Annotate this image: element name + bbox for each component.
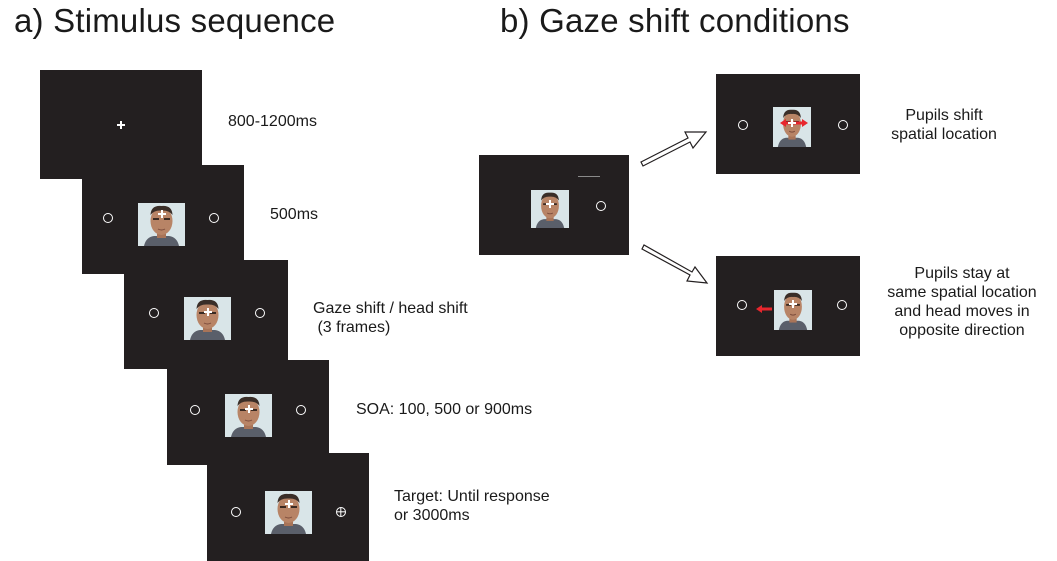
placeholder-ring-icon — [209, 213, 219, 223]
placeholder-ring-icon — [190, 405, 200, 415]
face-photo — [225, 394, 272, 437]
placeholder-ring-icon — [737, 300, 747, 310]
placeholder-ring-icon — [149, 308, 159, 318]
fixation-cross-icon — [158, 210, 166, 218]
face-photo — [138, 203, 185, 246]
step-3-line-1: Gaze shift / head shift — [313, 300, 468, 317]
face-photo — [773, 107, 811, 147]
step-2-line-1: 500ms — [270, 206, 319, 223]
condition-1-label: Pupils shift spatial location — [872, 106, 1016, 144]
placeholder-ring-icon — [255, 308, 265, 318]
step-1-label: 800-1200ms — [228, 112, 317, 131]
head-move-arrow-icon — [756, 305, 772, 313]
step-5-line-2: or 3000ms — [394, 507, 470, 524]
condition-2-line-3: and head moves in — [894, 303, 1030, 320]
placeholder-ring-icon — [103, 213, 113, 223]
placeholder-ring-icon — [837, 300, 847, 310]
fixation-cross-icon — [789, 300, 797, 308]
fixation-cross-icon — [204, 308, 212, 316]
condition-1-line-2: spatial location — [891, 126, 997, 143]
screen-gaze-shift — [124, 260, 288, 369]
screen-condition-pupils-shift — [716, 74, 860, 174]
panel-b-title: b) Gaze shift conditions — [500, 2, 850, 39]
condition-2-line-1: Pupils stay at — [914, 265, 1010, 282]
face-photo — [774, 290, 812, 330]
condition-1-line-1: Pupils shift — [905, 107, 983, 124]
fixation-cross-icon — [285, 500, 293, 508]
fixation-cross-icon — [117, 121, 125, 129]
target-crosshair-icon — [336, 507, 346, 517]
condition-2-line-2: same spatial location — [887, 284, 1037, 301]
screen-fixation — [40, 70, 202, 179]
step-1-line-1: 800-1200ms — [228, 113, 317, 130]
screen-target — [207, 453, 369, 561]
step-5-label: Target: Until response or 3000ms — [394, 487, 550, 525]
face-photo — [531, 190, 569, 228]
step-4-label: SOA: 100, 500 or 900ms — [356, 400, 532, 419]
screen-source — [479, 155, 629, 255]
placeholder-ring-icon — [738, 120, 748, 130]
fixation-cross-icon — [245, 405, 253, 413]
placeholder-ring-icon — [596, 201, 606, 211]
placeholder-ring-icon — [296, 405, 306, 415]
fixation-cross-icon — [788, 119, 796, 127]
step-3-label: Gaze shift / head shift (3 frames) — [313, 299, 468, 337]
step-2-label: 500ms — [270, 205, 318, 224]
panel-a-title: a) Stimulus sequence — [14, 2, 336, 39]
screen-face-cue — [82, 165, 244, 274]
screen-condition-head-moves — [716, 256, 860, 356]
condition-2-label: Pupils stay at same spatial location and… — [867, 264, 1057, 340]
placeholder-ring-icon — [838, 120, 848, 130]
step-5-line-1: Target: Until response — [394, 488, 550, 505]
placeholder-ring-icon — [231, 507, 241, 517]
step-4-line-1: SOA: 100, 500 or 900ms — [356, 401, 533, 418]
divider — [578, 176, 600, 177]
fixation-cross-icon — [546, 200, 554, 208]
screen-soa — [167, 360, 329, 465]
step-3-line-2: (3 frames) — [313, 319, 391, 336]
condition-2-line-4: opposite direction — [899, 322, 1025, 339]
face-photo — [265, 491, 312, 534]
